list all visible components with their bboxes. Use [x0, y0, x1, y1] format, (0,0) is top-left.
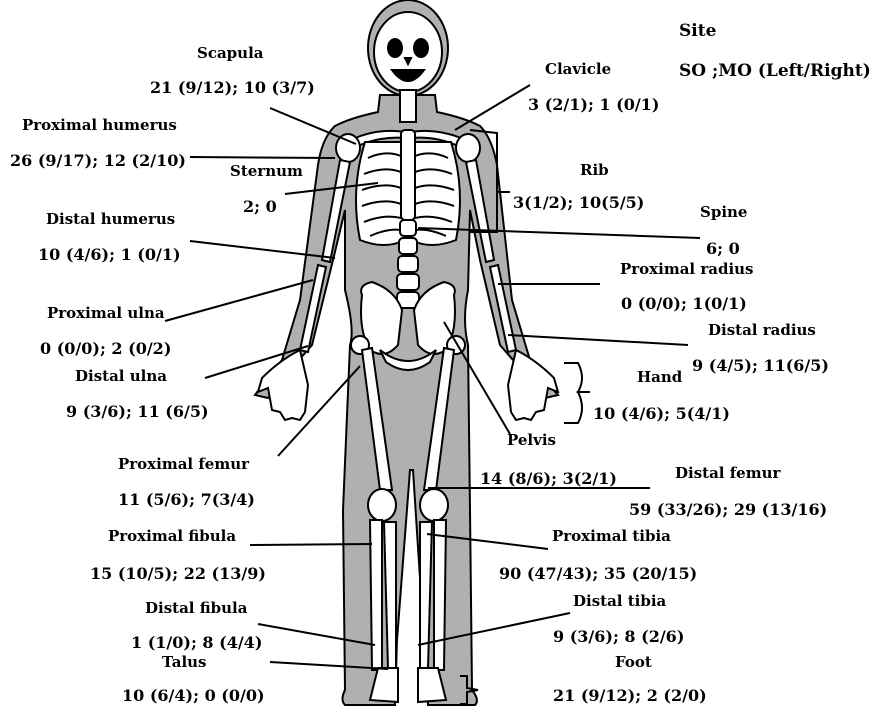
spine-label: Spine: [700, 205, 747, 220]
sternum-value: 2; 0: [243, 199, 277, 215]
talus-value: 10 (6/4); 0 (0/0): [122, 688, 265, 704]
distal-radius-label: Distal radius: [708, 323, 816, 338]
distal-ulna-label: Distal ulna: [75, 369, 167, 384]
hand-label: Hand: [637, 370, 682, 385]
proximal-femur-value: 11 (5/6); 7(3/4): [118, 492, 255, 508]
distal-humerus-label: Distal humerus: [46, 212, 175, 227]
proximal-fibula-value: 15 (10/5); 22 (13/9): [90, 566, 266, 582]
sternum-label: Sternum: [230, 164, 303, 179]
legend-subtitle: SO ;MO (Left/Right): [679, 63, 871, 80]
pelvis-label: Pelvis: [507, 433, 556, 448]
spine: [397, 220, 419, 308]
foot-value: 21 (9/12); 2 (2/0): [553, 688, 707, 704]
rib-value: 3(1/2); 10(5/5): [513, 195, 644, 211]
proximal-ulna-value: 0 (0/0); 2 (0/2): [40, 341, 171, 357]
proximal-humerus-label: Proximal humerus: [22, 118, 177, 133]
proximal-tibia-value: 90 (47/43); 35 (20/15): [499, 566, 697, 582]
distal-femur-label: Distal femur: [675, 466, 780, 481]
proximal-radius-label: Proximal radius: [620, 262, 754, 277]
clavicle-label: Clavicle: [545, 62, 611, 77]
rib-label: Rib: [580, 163, 609, 178]
pelvis-value: 14 (8/6); 3(2/1): [480, 471, 617, 487]
legend-title: Site: [679, 23, 716, 40]
distal-tibia-label: Distal tibia: [573, 594, 666, 609]
distal-radius-value: 9 (4/5); 11(6/5): [692, 358, 829, 374]
foot-label: Foot: [615, 655, 652, 670]
proximal-ulna-label: Proximal ulna: [47, 306, 165, 321]
distal-fibula-label: Distal fibula: [145, 601, 247, 616]
proximal-humerus-value: 26 (9/17); 12 (2/10): [10, 153, 186, 169]
talus-label: Talus: [162, 655, 207, 670]
clavicle-value: 3 (2/1); 1 (0/1): [528, 97, 659, 113]
proximal-femur-label: Proximal femur: [118, 457, 249, 472]
hand-value: 10 (4/6); 5(4/1): [593, 406, 730, 422]
foot-bones: [370, 668, 446, 702]
distal-ulna-value: 9 (3/6); 11 (6/5): [66, 404, 209, 420]
proximal-radius-value: 0 (0/0); 1(0/1): [621, 296, 747, 312]
scapula-value: 21 (9/12); 10 (3/7): [150, 80, 315, 96]
proximal-tibia-label: Proximal tibia: [552, 529, 671, 544]
spine-value: 6; 0: [706, 241, 740, 257]
distal-femur-value: 59 (33/26); 29 (13/16): [629, 502, 827, 518]
distal-tibia-value: 9 (3/6); 8 (2/6): [553, 629, 684, 645]
distal-humerus-value: 10 (4/6); 1 (0/1): [38, 247, 181, 263]
proximal-fibula-label: Proximal fibula: [108, 529, 236, 544]
scapula-label: Scapula: [197, 46, 264, 61]
distal-fibula-value: 1 (1/0); 8 (4/4): [131, 635, 262, 651]
